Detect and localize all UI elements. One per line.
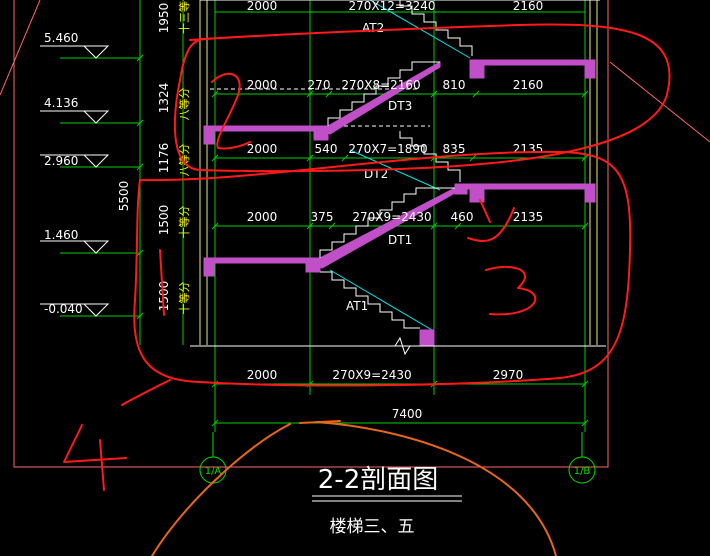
dt1-dim-3: 460	[451, 210, 474, 224]
markup-check	[467, 199, 515, 242]
dt1-dim-2: 270X9=2430	[352, 210, 431, 224]
level-markers	[40, 45, 110, 317]
dt1-dim-4: 2135	[513, 210, 544, 224]
frame-diagonal-left	[0, 0, 41, 96]
dt2-dim-4: 2135	[513, 142, 544, 156]
drawing-title: 2-2剖面图	[318, 465, 438, 495]
markup-digit-1	[159, 249, 165, 316]
vertical-note-4: 十等分	[177, 206, 191, 239]
level-2960: 2.960	[44, 154, 78, 168]
level-1460: 1.460	[44, 228, 78, 242]
step-profiles	[190, 0, 606, 356]
dt2-dim-2: 270X7=1890	[348, 142, 427, 156]
vertical-note-2: 八等分	[177, 88, 191, 121]
orange-markup	[151, 420, 557, 556]
wall-columns	[199, 0, 598, 345]
dt1-dim-0: 2000	[247, 210, 278, 224]
dt1-label: DT1	[388, 233, 412, 247]
stair-slabs	[203, 59, 596, 347]
dt1-dim-1: 375	[311, 210, 334, 224]
at2-label: AT2	[362, 21, 384, 35]
axis-label-1a: 1/A	[205, 466, 222, 477]
markup-digit-4	[63, 424, 127, 491]
frame-border	[13, 0, 609, 468]
left-dim-1500b: 1500	[157, 281, 171, 312]
vertical-note-3: 八等分	[177, 144, 191, 177]
markup-tail	[121, 379, 171, 406]
left-dim-1176: 1176	[157, 143, 171, 174]
dimension-lines	[60, 11, 585, 424]
level-minus-0040: -0.040	[44, 302, 83, 316]
left-dim-1500a: 1500	[157, 205, 171, 236]
markup-loop-upper	[173, 23, 671, 173]
red-markup	[63, 23, 671, 491]
vertical-note-1: 十三等分	[177, 0, 191, 34]
drawing-subtitle: 楼梯三、五	[330, 517, 415, 537]
at1-label: AT1	[346, 299, 368, 313]
markup-loop-lower	[133, 150, 632, 387]
bottom-dim-2: 2970	[493, 368, 524, 382]
bottom-dim-0: 2000	[247, 368, 278, 382]
dt2-dim-0: 2000	[247, 142, 278, 156]
bottom-dim-1: 270X9=2430	[332, 368, 411, 382]
dt2-dim-3: 835	[443, 142, 466, 156]
at2-dim-2: 2160	[513, 0, 544, 13]
dt3-dim-0: 2000	[247, 78, 278, 92]
title-underlines	[312, 495, 462, 502]
dt2-dim-1: 540	[315, 142, 338, 156]
frame-diagonal-right	[609, 61, 710, 143]
dt3-dim-2: 270X8=2160	[341, 78, 420, 92]
dashed-lines	[210, 88, 430, 127]
dt3-dim-4: 2160	[513, 78, 544, 92]
left-dim-1950: 1950	[157, 3, 171, 34]
left-dim-total: 5500	[117, 181, 131, 212]
left-dim-1324: 1324	[157, 83, 171, 114]
level-5460: 5.460	[44, 31, 78, 45]
dt3-dim-1: 270	[308, 78, 331, 92]
level-4136: 4.136	[44, 96, 78, 110]
overall-dim: 7400	[392, 407, 423, 421]
markup-digit-2	[211, 72, 251, 150]
dt3-label: DT3	[388, 99, 412, 113]
dt3-dim-3: 810	[443, 78, 466, 92]
markup-arc-left	[151, 423, 291, 556]
vertical-note-5: 十等分	[177, 282, 191, 315]
markup-dash	[299, 420, 341, 424]
markup-digit-3	[485, 265, 537, 316]
at2-dim-1: 270X12=3240	[349, 0, 436, 13]
axis-label-1b: 1/B	[574, 466, 591, 477]
markup-arc-right	[315, 421, 557, 556]
at2-dim-0: 2000	[247, 0, 278, 13]
